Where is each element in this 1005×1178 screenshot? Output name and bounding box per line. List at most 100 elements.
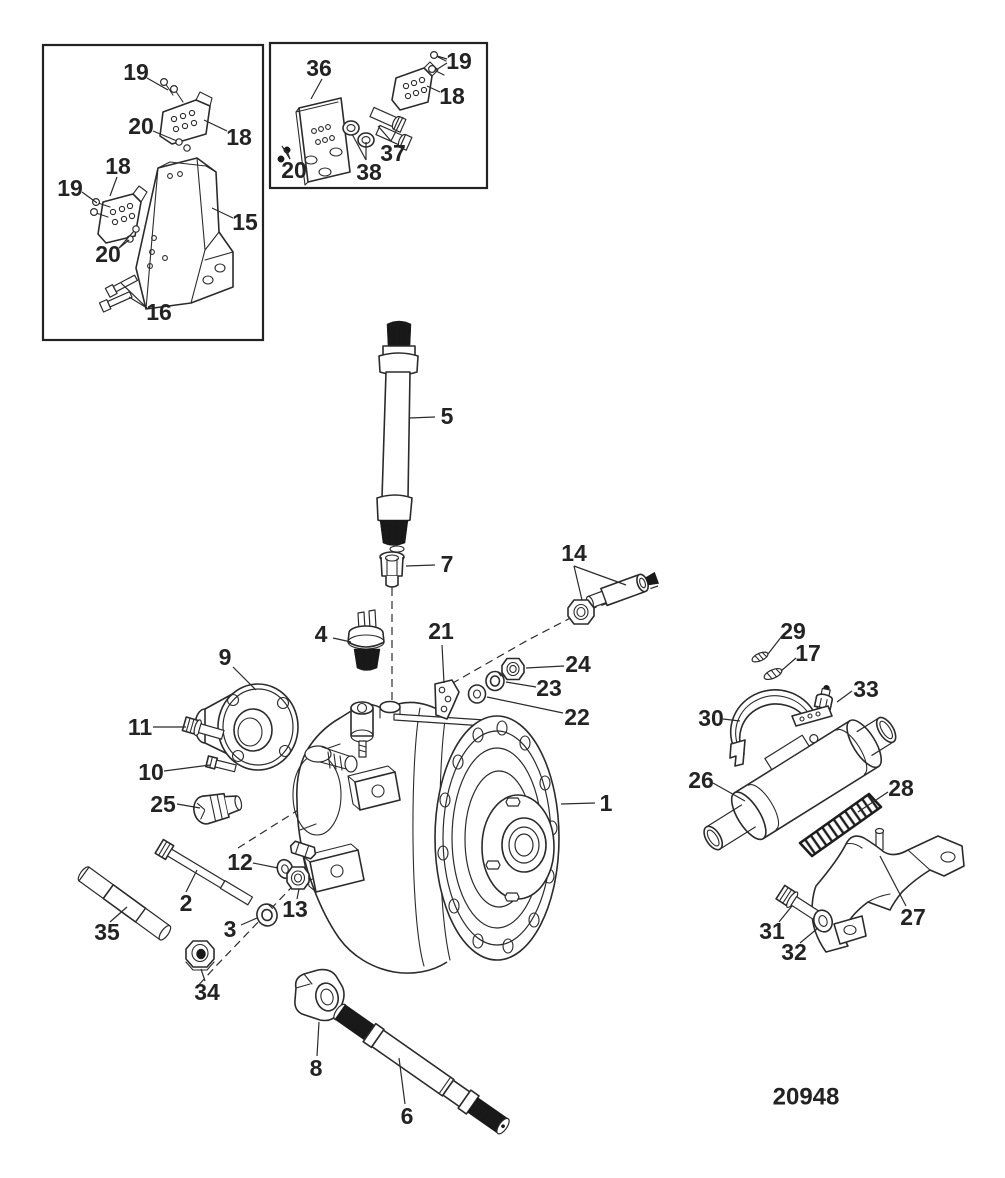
part-14-elbow-fitting: [567, 571, 660, 625]
part-27-bracket: [811, 827, 965, 953]
callout-16: 16: [146, 299, 172, 325]
callout-20: 20: [281, 157, 307, 183]
leader-37: [377, 125, 392, 142]
leader-18: [426, 85, 441, 93]
part-7-fitting: [379, 551, 405, 588]
part-11-bolt: [181, 716, 225, 740]
callout-1: 1: [600, 790, 613, 816]
part-29-pin: [751, 651, 769, 663]
callout-31: 31: [759, 918, 785, 944]
drawing-number: 20948: [773, 1084, 840, 1111]
callout-3: 3: [224, 916, 237, 942]
callout-13: 13: [282, 896, 308, 922]
leader-17: [780, 657, 797, 672]
leader-20: [281, 145, 291, 160]
callout-33: 33: [853, 676, 879, 702]
part-23-lock-washer: [485, 670, 505, 692]
leader-37: [390, 116, 404, 142]
leader-15: [211, 207, 234, 219]
callout-6: 6: [401, 1103, 414, 1129]
callout-35: 35: [94, 919, 120, 945]
leader-14: [573, 565, 583, 601]
mount-block-lower: [302, 843, 365, 893]
part-1-transmission-housing: [289, 700, 560, 974]
leader-20: [152, 130, 178, 142]
leader-10: [163, 764, 211, 772]
part-8-elbow-block: [294, 968, 345, 1022]
callout-15: 15: [232, 209, 258, 235]
part-21-bracket: [434, 679, 460, 720]
part-20-washers-upper: [175, 138, 191, 152]
case-hex-fitting: [289, 840, 317, 860]
leader-32: [799, 927, 819, 944]
callout-19: 19: [57, 175, 83, 201]
callout-22: 22: [564, 704, 590, 730]
leader-9: [232, 666, 257, 691]
part-26-oil-cooler: [703, 716, 897, 851]
leader-24: [525, 665, 565, 669]
leader-16: [120, 282, 148, 309]
leader-30: [722, 718, 741, 722]
callout-18: 18: [105, 153, 131, 179]
leader-31: [778, 905, 793, 923]
callout-4: 4: [315, 621, 328, 647]
part-36-plate: [295, 97, 351, 186]
part-4-temp-sender: [347, 609, 385, 671]
leader-26: [712, 782, 746, 802]
part-16-bolts: [98, 274, 138, 313]
part-30-clamp: [729, 689, 833, 767]
part-31-bolt: [775, 884, 819, 920]
leader-22: [486, 696, 564, 714]
leader-14: [573, 565, 627, 586]
part-3-lock-washer: [256, 903, 278, 927]
leader-28: [857, 791, 889, 813]
leader-16: [128, 296, 148, 309]
part-15-mount-bracket: [135, 157, 234, 310]
callout-10: 10: [138, 759, 164, 785]
callout-26: 26: [688, 767, 714, 793]
part-18-bracket-plate: [391, 61, 439, 111]
callout-20: 20: [128, 113, 154, 139]
leader-6: [398, 1057, 406, 1105]
callout-30: 30: [698, 705, 724, 731]
part-19-screws-plate: [428, 50, 447, 76]
leader-12: [252, 862, 279, 869]
part-38-washers: [342, 120, 375, 148]
leader-1: [560, 802, 596, 805]
leader-20: [118, 230, 135, 249]
callout-12: 12: [227, 849, 253, 875]
mount-block-front: [347, 765, 401, 811]
part-18-bracket-upper: [159, 91, 213, 145]
callout-8: 8: [310, 1055, 323, 1081]
callout-5: 5: [441, 403, 454, 429]
callout-7: 7: [441, 551, 454, 577]
leader-36: [310, 78, 323, 100]
part-5-dipstick-tube: [376, 320, 419, 553]
callout-34: 34: [194, 979, 220, 1005]
leader-8: [316, 1021, 320, 1057]
leader-7: [405, 564, 436, 567]
callout-2: 2: [180, 890, 193, 916]
inset-box-bracket: [41, 43, 265, 342]
leader-4: [332, 637, 352, 643]
leader-23: [505, 681, 537, 688]
callout-28: 28: [888, 775, 914, 801]
callout-21: 21: [428, 618, 454, 644]
leader-5: [408, 416, 436, 419]
leader-19: [81, 191, 98, 204]
part-2-bolt: [154, 838, 254, 906]
leader-18: [203, 119, 228, 132]
part-32-washer: [812, 909, 834, 933]
callout-27: 27: [900, 904, 926, 930]
callout-18: 18: [226, 124, 252, 150]
part-18-bracket-left: [97, 185, 148, 244]
part-17-pin: [763, 667, 783, 681]
leader-3: [240, 917, 258, 926]
leader-19: [435, 62, 448, 71]
part-13-nut: [286, 866, 310, 890]
part-6-shaft: [333, 1003, 510, 1135]
part-22-washer: [467, 684, 487, 704]
part-25-plug: [193, 792, 243, 825]
shift-actuator: [304, 745, 358, 773]
